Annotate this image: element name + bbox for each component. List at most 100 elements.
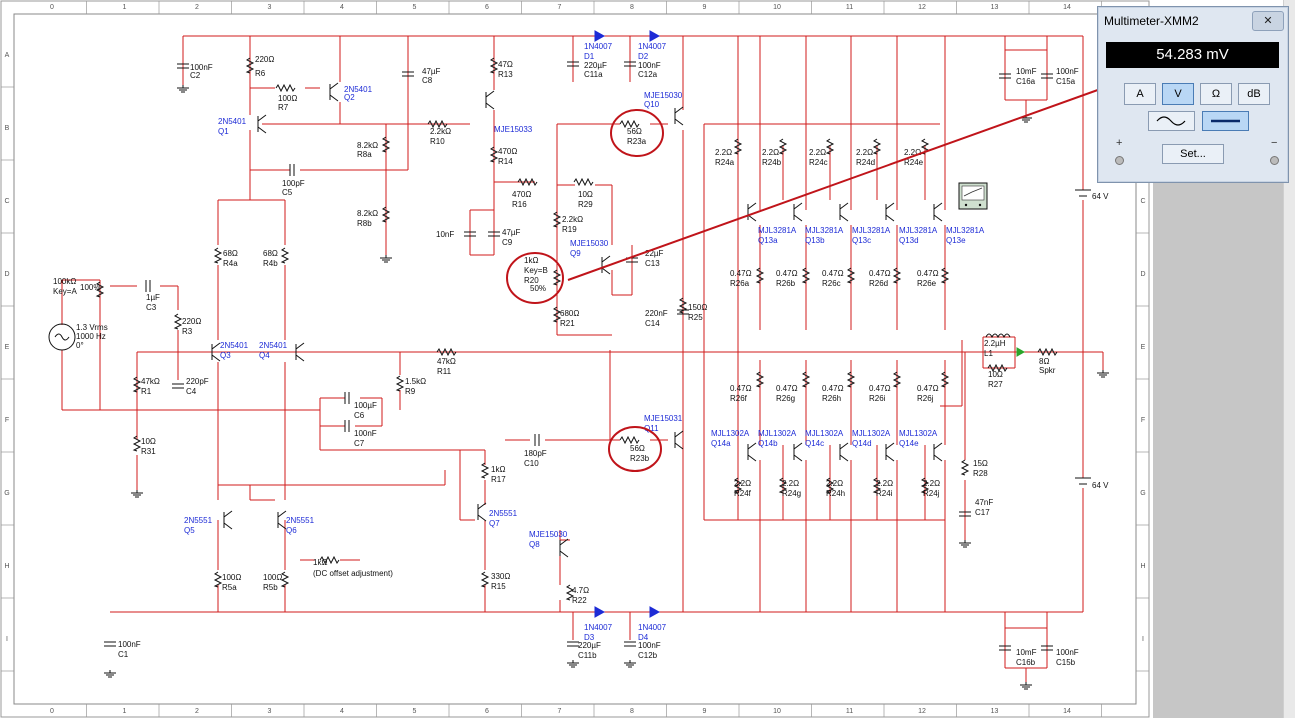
svg-text:2N5401: 2N5401 <box>344 85 373 94</box>
svg-text:C8: C8 <box>422 76 433 85</box>
svg-text:C13: C13 <box>645 259 660 268</box>
svg-text:100nF: 100nF <box>638 641 661 650</box>
svg-text:MJL1302A: MJL1302A <box>899 429 938 438</box>
ruler-column-label: 10 <box>773 4 781 11</box>
svg-text:10mF: 10mF <box>1016 648 1037 657</box>
svg-text:R23b: R23b <box>630 454 650 463</box>
svg-text:2.2Ω: 2.2Ω <box>734 479 751 488</box>
mode-ammeter-button[interactable]: A <box>1124 83 1156 105</box>
svg-text:220Ω: 220Ω <box>255 55 274 64</box>
ruler-row-label: C <box>1140 198 1145 205</box>
svg-text:C16a: C16a <box>1016 77 1036 86</box>
svg-text:10Ω: 10Ω <box>141 437 156 446</box>
svg-text:0.47Ω: 0.47Ω <box>917 384 939 393</box>
svg-text:2.2Ω: 2.2Ω <box>856 148 873 157</box>
ruler-column-label: 11 <box>846 708 853 715</box>
ruler-column-label: 3 <box>268 4 272 11</box>
minus-terminal-label: − <box>1271 137 1278 149</box>
svg-text:220µF: 220µF <box>578 641 601 650</box>
probe-icon[interactable] <box>958 182 988 210</box>
svg-text:D2: D2 <box>638 52 649 61</box>
ruler-column-label: 13 <box>991 708 999 715</box>
svg-text:Q13a: Q13a <box>758 236 778 245</box>
svg-text:MJE15030: MJE15030 <box>529 530 568 539</box>
svg-text:4.7Ω: 4.7Ω <box>572 586 589 595</box>
svg-text:100Ω: 100Ω <box>222 573 241 582</box>
dc-line-icon <box>1211 119 1240 123</box>
svg-text:R24j: R24j <box>923 489 940 498</box>
svg-text:1N4007: 1N4007 <box>638 623 667 632</box>
svg-text:1kΩ: 1kΩ <box>491 465 505 474</box>
svg-text:100nF: 100nF <box>354 429 377 438</box>
svg-text:8Ω: 8Ω <box>1039 357 1049 366</box>
svg-text:Key=A: Key=A <box>53 287 77 296</box>
close-button[interactable]: ✕ <box>1252 11 1284 31</box>
svg-text:R26b: R26b <box>776 279 796 288</box>
svg-text:10nF: 10nF <box>436 230 454 239</box>
set-button[interactable]: Set... <box>1162 144 1224 164</box>
svg-text:R11: R11 <box>437 367 452 376</box>
svg-text:(DC offset adjustment): (DC offset adjustment) <box>313 569 393 578</box>
svg-text:Q11: Q11 <box>644 424 659 433</box>
svg-text:100nF: 100nF <box>1056 67 1079 76</box>
svg-text:2.2Ω: 2.2Ω <box>715 148 732 157</box>
ruler-column-label: 11 <box>846 4 853 11</box>
svg-text:Q5: Q5 <box>184 526 195 535</box>
svg-text:47nF: 47nF <box>975 498 993 507</box>
svg-text:0.47Ω: 0.47Ω <box>869 269 891 278</box>
svg-text:1.5kΩ: 1.5kΩ <box>405 377 426 386</box>
svg-text:R4b: R4b <box>263 259 278 268</box>
multimeter-window[interactable]: Multimeter-XMM2 ✕ 54.283 mV A V Ω dB + −… <box>1097 6 1289 183</box>
svg-text:100nF: 100nF <box>1056 648 1079 657</box>
svg-text:1kΩ: 1kΩ <box>524 256 538 265</box>
svg-text:2.2Ω: 2.2Ω <box>904 148 921 157</box>
svg-text:470Ω: 470Ω <box>498 147 517 156</box>
svg-text:R6: R6 <box>255 69 266 78</box>
ruler-column-label: 14 <box>1063 4 1071 11</box>
svg-text:Q3: Q3 <box>220 351 231 360</box>
svg-text:1.3 Vrms: 1.3 Vrms <box>76 323 108 332</box>
svg-text:470Ω: 470Ω <box>512 190 531 199</box>
plus-terminal-jack[interactable] <box>1115 156 1124 165</box>
svg-text:Q4: Q4 <box>259 351 270 360</box>
ac-mode-button[interactable] <box>1148 111 1195 131</box>
svg-text:100nF: 100nF <box>190 63 213 72</box>
svg-text:R3: R3 <box>182 327 193 336</box>
svg-text:0.47Ω: 0.47Ω <box>730 384 752 393</box>
svg-text:2.2Ω: 2.2Ω <box>809 148 826 157</box>
svg-text:2.2Ω: 2.2Ω <box>782 479 799 488</box>
svg-text:180pF: 180pF <box>524 449 547 458</box>
svg-text:C10: C10 <box>524 459 539 468</box>
mode-db-button[interactable]: dB <box>1238 83 1270 105</box>
svg-text:68Ω: 68Ω <box>223 249 238 258</box>
mode-voltmeter-button[interactable]: V <box>1162 83 1194 105</box>
svg-text:220nF: 220nF <box>645 309 668 318</box>
svg-text:R26f: R26f <box>730 394 748 403</box>
ruler-row-label: G <box>4 490 9 497</box>
svg-text:330Ω: 330Ω <box>491 572 510 581</box>
mode-ohmmeter-button[interactable]: Ω <box>1200 83 1232 105</box>
svg-text:1N4007: 1N4007 <box>584 42 613 51</box>
svg-text:R24b: R24b <box>762 158 782 167</box>
svg-text:C2: C2 <box>190 71 201 80</box>
svg-text:C15b: C15b <box>1056 658 1076 667</box>
svg-text:R24e: R24e <box>904 158 924 167</box>
svg-text:8.2kΩ: 8.2kΩ <box>357 209 378 218</box>
svg-text:R20: R20 <box>524 276 539 285</box>
ruler-row-label: D <box>1140 271 1145 278</box>
svg-text:0.47Ω: 0.47Ω <box>917 269 939 278</box>
component-symbols <box>48 30 1109 690</box>
svg-text:R26d: R26d <box>869 279 888 288</box>
svg-text:R4a: R4a <box>223 259 238 268</box>
svg-text:MJL3281A: MJL3281A <box>852 226 891 235</box>
svg-text:2.2Ω: 2.2Ω <box>923 479 940 488</box>
dc-mode-button[interactable] <box>1202 111 1249 131</box>
svg-text:2.2kΩ: 2.2kΩ <box>430 127 451 136</box>
svg-text:R26g: R26g <box>776 394 795 403</box>
svg-text:56Ω: 56Ω <box>630 444 645 453</box>
minus-terminal-jack[interactable] <box>1270 156 1279 165</box>
